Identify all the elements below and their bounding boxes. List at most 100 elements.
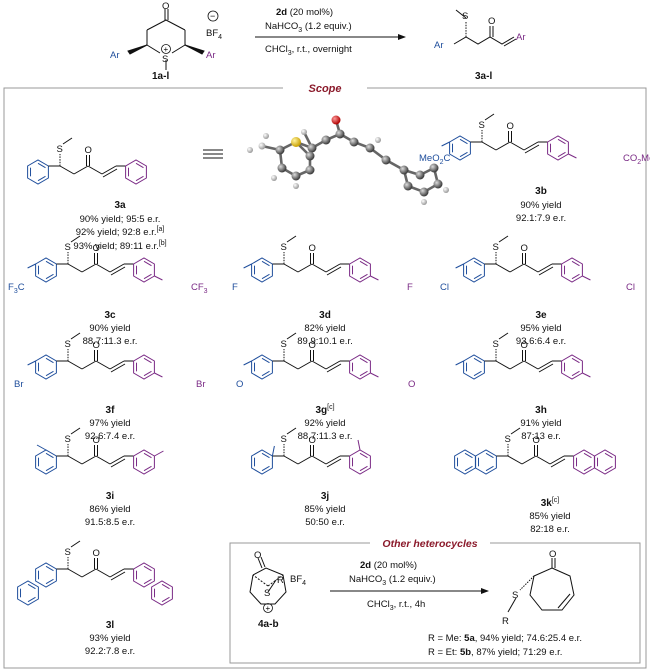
bicyclic-plus: + bbox=[266, 604, 271, 613]
carbonyl-oxygen: O bbox=[507, 121, 514, 132]
compound-label: 3b bbox=[535, 186, 547, 197]
other-solvent-line: CHCl3, r.t., 4h bbox=[367, 599, 425, 612]
substituent-3g-left: O bbox=[236, 379, 243, 390]
carbonyl-oxygen: O bbox=[521, 243, 528, 254]
compound-3d-data: 3d 82% yield 89.9:10.1 e.r. bbox=[297, 310, 352, 347]
reactant-label: 1a-l bbox=[152, 71, 169, 82]
thioether-sulfur: S bbox=[493, 339, 499, 350]
compound-result: 91.5:8.5 e.r. bbox=[85, 517, 135, 528]
structure-3j: OS bbox=[251, 427, 371, 475]
substituent-3f-left: Br bbox=[14, 379, 24, 390]
product-aryl-right: Ar bbox=[516, 32, 526, 43]
scope-title-bg bbox=[283, 81, 367, 95]
compound-result: 92.2:7.8 e.r. bbox=[85, 646, 135, 657]
carbonyl-oxygen: O bbox=[85, 145, 92, 156]
other-base-line: NaHCO3 (1.2 equiv.) bbox=[349, 574, 436, 587]
compound-label: 3i bbox=[106, 491, 115, 502]
aryl-left-label: Ar bbox=[110, 50, 120, 61]
structure-3h: OS bbox=[455, 332, 591, 380]
scope-frame bbox=[3, 87, 647, 669]
carbonyl-oxygen: O bbox=[93, 243, 100, 254]
top-reaction: O + S Ar Ar − BF4 1a-l 2d (20 mol%) NaHC… bbox=[110, 1, 526, 82]
product-sulfur: S bbox=[462, 11, 468, 22]
other-title-bg bbox=[370, 536, 490, 550]
compound-result: 95% yield bbox=[520, 323, 561, 334]
compound-3b-data: 3b 90% yield 92.1:7.9 e.r. bbox=[516, 186, 566, 224]
result-5a: R = Me: 5a, 94% yield; 74.6:25.4 e.r. bbox=[428, 633, 582, 644]
r-group-label: R bbox=[277, 575, 284, 586]
bicyclic-oxygen: O bbox=[254, 550, 261, 561]
structure-3i: OS bbox=[35, 427, 164, 475]
carbonyl-oxygen: O bbox=[533, 435, 540, 446]
compound-result: 86% yield bbox=[89, 504, 130, 515]
compound-3e-data: 3e 95% yield 93.6:6.4 e.r. bbox=[516, 310, 566, 347]
thioether-sulfur: S bbox=[281, 339, 287, 350]
structure-3b: OS bbox=[441, 113, 577, 161]
compound-3i-data: 3i 86% yield 91.5:8.5 e.r. bbox=[85, 491, 135, 528]
compound-result: 90% yield bbox=[520, 200, 561, 211]
bicyclic-label: 4a-b bbox=[258, 619, 279, 630]
general-product bbox=[453, 9, 517, 47]
product-oxygen: O bbox=[488, 16, 495, 27]
compound-label: 3a bbox=[114, 200, 126, 211]
compound-result: 93% yield bbox=[89, 633, 130, 644]
carbonyl-oxygen: O bbox=[93, 340, 100, 351]
compound-result: 92.1:7.9 e.r. bbox=[516, 213, 566, 224]
minus-sign: − bbox=[210, 11, 215, 21]
compound-3c-data: 3c 90% yield 88.7:11.3 e.r. bbox=[83, 310, 138, 347]
thioether-sulfur: S bbox=[281, 242, 287, 253]
compound-result: 97% yield bbox=[89, 418, 130, 429]
thioether-sulfur: S bbox=[493, 242, 499, 253]
thioether-sulfur: S bbox=[65, 434, 71, 445]
ketone-oxygen: O bbox=[162, 1, 169, 12]
compound-label: 3c bbox=[104, 310, 116, 321]
counterion: BF4 bbox=[206, 28, 222, 41]
compound-result: 90% yield; 95:5 e.r. bbox=[80, 214, 161, 225]
structure-3k: OS bbox=[454, 427, 616, 475]
substituent-3e-left: Cl bbox=[440, 282, 449, 293]
compound-3l-data: 3l 93% yield 92.2:7.8 e.r. bbox=[85, 620, 135, 657]
compound-result: 89.9:10.1 e.r. bbox=[297, 336, 352, 347]
compound-result: 93.6:6.4 e.r. bbox=[516, 336, 566, 347]
compound-result: 92% yield; 92:8 e.r.[a] bbox=[76, 226, 165, 238]
aryl-right-label: Ar bbox=[206, 50, 216, 61]
bicyclic-sulfur: S bbox=[264, 588, 270, 599]
substituent-3d-left: F bbox=[232, 282, 238, 293]
sulfonium-reactant bbox=[127, 9, 205, 70]
structure-3l: OS bbox=[17, 540, 173, 606]
compound-result: 50:50 e.r. bbox=[305, 517, 345, 528]
compound-3h-data: 3h 91% yield 87:13 e.r. bbox=[520, 405, 561, 442]
compound-result: 92.6:7.4 e.r. bbox=[85, 431, 135, 442]
carbonyl-oxygen: O bbox=[309, 243, 316, 254]
base-line: NaHCO3 (1.2 equiv.) bbox=[265, 21, 352, 34]
compound-result: 82% yield bbox=[304, 323, 345, 334]
compound-3f-data: 3f 97% yield 92.6:7.4 e.r. bbox=[85, 405, 135, 442]
thioether-sulfur: S bbox=[57, 144, 63, 155]
compound-label: 3e bbox=[535, 310, 547, 321]
carbonyl-oxygen: O bbox=[309, 340, 316, 351]
product-aryl-left: Ar bbox=[434, 40, 444, 51]
carbonyl-oxygen: O bbox=[93, 435, 100, 446]
thioether-sulfur: S bbox=[281, 434, 287, 445]
compound-result: 85% yield bbox=[304, 504, 345, 515]
counterion-charge bbox=[207, 10, 219, 22]
structure-3c: OS bbox=[27, 235, 163, 283]
thioether-sulfur: S bbox=[505, 434, 511, 445]
other-catalyst-line: 2d (20 mol%) bbox=[360, 560, 417, 571]
compound-3k-data: 3k[c] 85% yield 82:18 e.r. bbox=[529, 497, 570, 535]
compound-3a-data: 3a 90% yield; 95:5 e.r. 92% yield; 92:8 … bbox=[73, 200, 166, 252]
compound-label: 3h bbox=[535, 405, 547, 416]
structure-3a: OS bbox=[27, 137, 147, 185]
substituent-3e-right: Cl bbox=[626, 282, 635, 293]
solvent-line: CHCl3, r.t., overnight bbox=[265, 44, 352, 57]
result-5b: R = Et: 5b, 87% yield; 71:29 e.r. bbox=[428, 647, 562, 658]
bicyclic-sulfonium bbox=[249, 556, 287, 605]
thioether-sulfur: S bbox=[65, 339, 71, 350]
structure-3f: OS bbox=[27, 332, 163, 380]
thioether-sulfur: S bbox=[479, 120, 485, 131]
structure-3e: OS bbox=[455, 235, 591, 283]
compound-result: 88.7:11.3 e.r. bbox=[298, 431, 353, 442]
catalyst-line: 2d (20 mol%) bbox=[276, 7, 333, 18]
plus-sign: + bbox=[164, 45, 169, 54]
